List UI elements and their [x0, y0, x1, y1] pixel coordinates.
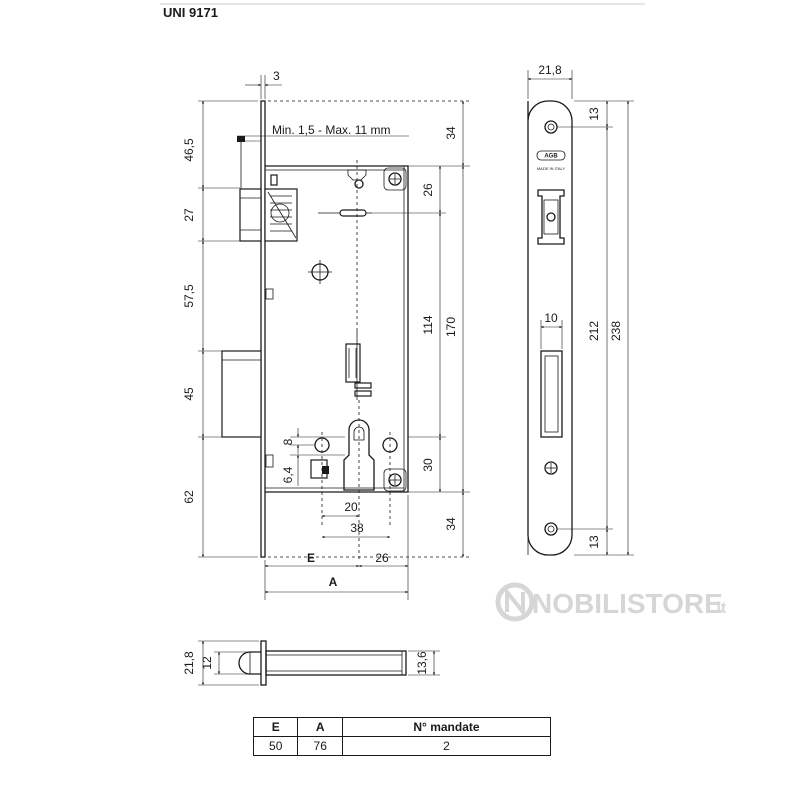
- dim-cyl-6-4: 6,4: [281, 466, 295, 483]
- spec-cell-mandate: 2: [341, 736, 552, 756]
- faceplate-dimensions: 21,8 13 212 13 238 10: [527, 63, 634, 556]
- spec-cell-a: 76: [297, 736, 343, 756]
- front-view-lock: [221, 100, 409, 560]
- spec-header-e: E: [252, 717, 299, 737]
- watermark-logo: NOBILISTORE .it: [495, 582, 727, 622]
- faceplate-view: AGB MADE IN ITALY: [527, 100, 573, 556]
- bottom-view-dimensions: 21,8 12 13,6: [182, 640, 440, 686]
- dim-height-238: 238: [609, 321, 623, 341]
- spec-table: E A N° mandate 50 76 2: [252, 717, 552, 756]
- dim-label-A: A: [329, 575, 338, 589]
- dim-right-30: 30: [421, 458, 435, 472]
- dim-left-45: 45: [182, 387, 196, 401]
- dim-right-34-bottom: 34: [444, 517, 458, 531]
- front-view-dimensions: 3 Min. 1,5 - Max. 11 mm 46,5 27 57,5 45 …: [182, 69, 470, 600]
- dim-bottom-38: 38: [350, 521, 364, 535]
- dim-door-range: Min. 1,5 - Max. 11 mm: [272, 123, 390, 137]
- dim-bottom-26: 26: [375, 551, 389, 565]
- dim-left-46-5: 46,5: [182, 138, 196, 162]
- dim-bottom-view-21-8: 21,8: [182, 651, 196, 675]
- dim-top-13: 13: [587, 107, 601, 121]
- table-row: 50 76 2: [252, 736, 552, 756]
- dim-faceplate-width: 21,8: [538, 63, 562, 77]
- spec-header-a: A: [297, 717, 343, 737]
- dim-right-26: 26: [421, 183, 435, 197]
- spec-table-header-row: E A N° mandate: [252, 717, 552, 737]
- dim-bottom-view-13-6: 13,6: [415, 651, 429, 675]
- watermark-tld: .it: [712, 600, 727, 617]
- watermark-brand: NOBILISTORE: [532, 588, 723, 619]
- faceplate-stamp: MADE IN ITALY: [537, 166, 566, 171]
- dim-hole-10: 10: [544, 311, 558, 325]
- page-title: UNI 9171: [163, 5, 218, 20]
- dim-height-212: 212: [587, 321, 601, 341]
- bottom-view-lock: [238, 640, 407, 686]
- faceplate-logo: AGB: [544, 154, 558, 160]
- dim-right-34-top: 34: [444, 126, 458, 140]
- dim-left-57-5: 57,5: [182, 284, 196, 308]
- dim-label-E: E: [307, 551, 315, 565]
- dim-faceplate-thickness: 3: [273, 69, 280, 83]
- dim-bottom-view-12: 12: [200, 656, 214, 670]
- dim-right-114: 114: [421, 315, 435, 334]
- dim-left-62: 62: [182, 490, 196, 504]
- spec-header-mandate: N° mandate: [341, 717, 552, 737]
- dim-right-170: 170: [444, 317, 458, 337]
- dim-left-27: 27: [182, 208, 196, 222]
- dim-bottom-13: 13: [587, 535, 601, 549]
- dim-bottom-20: 20: [344, 500, 358, 514]
- spec-cell-e: 50: [252, 736, 299, 756]
- dim-cyl-8: 8: [281, 438, 295, 445]
